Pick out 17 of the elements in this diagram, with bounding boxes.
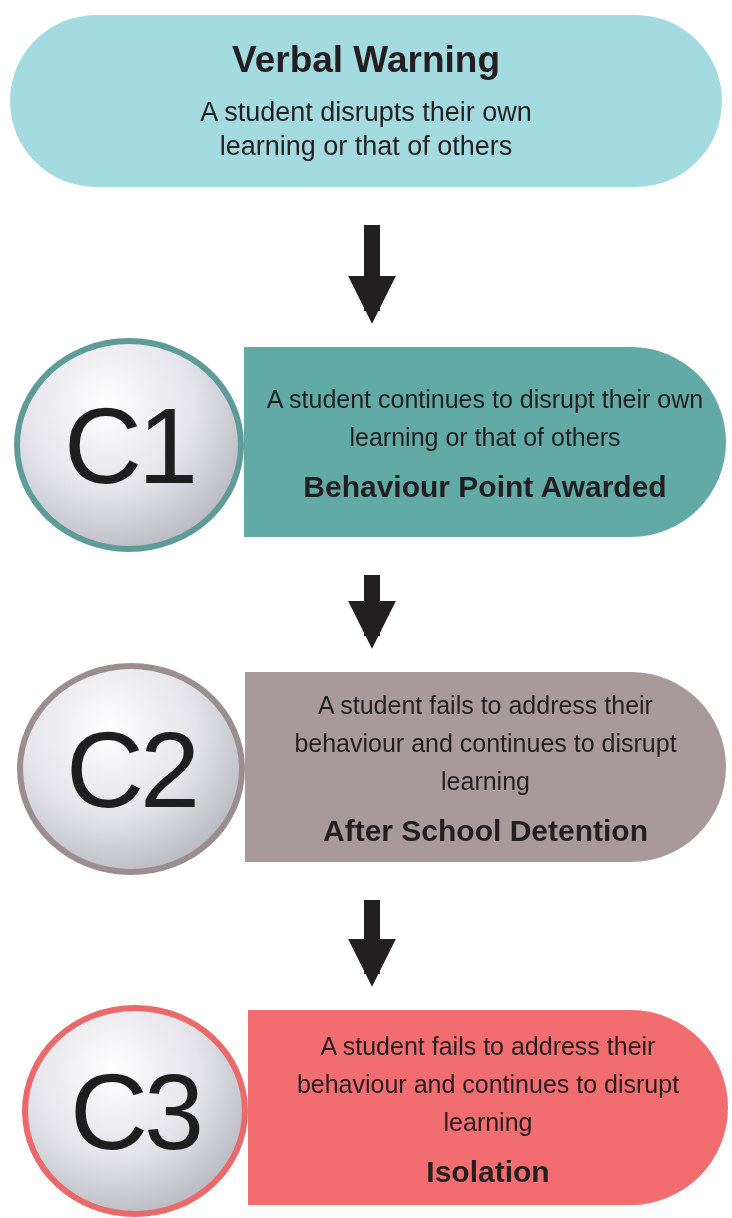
stage-consequence: After School Detention — [323, 814, 648, 848]
stage-consequence: Isolation — [426, 1154, 550, 1189]
stage-description: A student fails to address their behaviour and continues to disrupt learning — [293, 690, 678, 797]
stage-title: Verbal Warning — [232, 39, 500, 81]
stage-code: C3 — [69, 1049, 201, 1174]
stage-box — [244, 347, 726, 537]
stage-consequence: Behaviour Point Awarded — [303, 470, 667, 504]
arrow — [348, 575, 396, 649]
stage-description: A student disrupts their own learning or that of others — [199, 96, 533, 163]
stage-code: C1 — [63, 383, 195, 508]
stage-description: A student continues to disrupt their own learning or that of others — [265, 384, 705, 453]
arrow — [348, 900, 396, 987]
arrow — [348, 225, 396, 324]
stage-code: C2 — [65, 707, 197, 832]
stage-box — [245, 672, 726, 862]
stage-box — [248, 1010, 728, 1205]
stage-description: A student fails to address their behaviour and continues to disrupt learning — [295, 1030, 681, 1138]
